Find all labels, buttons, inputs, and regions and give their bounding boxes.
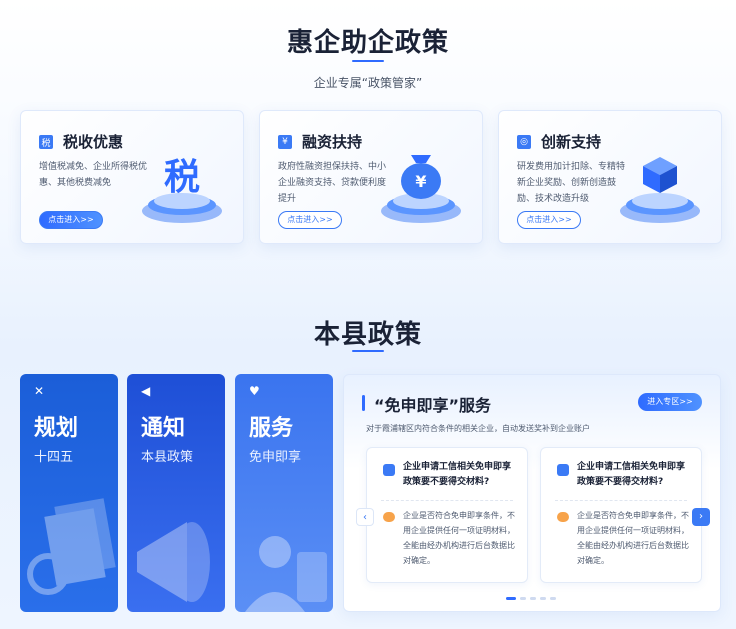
panel-description: 对于霞浦辖区内符合条件的相关企业，自动发送奖补到企业账户 <box>366 424 590 433</box>
innovation-enter-button[interactable]: 点击进入>> <box>517 211 581 229</box>
divider <box>381 500 513 501</box>
card-description: 增值税减免、企业所得税优惠、其他税费减免 <box>39 162 148 188</box>
notice-tile[interactable]: ◀ 通知 本县政策 <box>127 374 225 612</box>
svg-text:税: 税 <box>164 157 200 198</box>
qa-card[interactable]: 企业申请工信相关免申即享政策要不要得交材料? 企业是否符合免申即享条件，不用企业… <box>540 447 702 583</box>
qa-question: 企业申请工信相关免申即享政策要不要得交材料? <box>403 462 512 487</box>
policy-section-title: 惠企助企政策 <box>286 28 449 58</box>
finance-icon: ¥ <box>278 135 292 149</box>
card-title: 税收优惠 <box>63 133 124 151</box>
heart-icon: ♥ <box>249 384 260 398</box>
question-icon <box>383 464 395 476</box>
carousel-dot[interactable] <box>506 597 516 600</box>
finance-enter-button[interactable]: 点击进入>> <box>278 211 342 229</box>
card-title: 融资扶持 <box>302 133 363 151</box>
tile-title: 规划 <box>34 415 79 441</box>
panel-title-bar <box>362 395 365 411</box>
panel-title: “免申即享”服务 <box>374 396 492 415</box>
innovation-icon: ◎ <box>517 135 531 149</box>
carousel-dot[interactable] <box>520 597 526 600</box>
answer-icon <box>557 512 569 522</box>
tax-benefit-card[interactable]: 税 税收优惠 增值税减免、企业所得税优惠、其他税费减免 点击进入>> 税 <box>20 110 244 244</box>
qa-card[interactable]: 企业申请工信相关免申即享政策要不要得交材料? 企业是否符合免申即享条件，不用企业… <box>366 447 528 583</box>
person-icon <box>245 536 327 612</box>
tile-subtitle: 十四五 <box>34 450 74 465</box>
innovation-support-card[interactable]: ◎ 创新支持 研发费用加计扣除、专精特新企业奖励、创新创造鼓励、技术改造升级 点… <box>498 110 722 244</box>
qa-answer: 企业是否符合免申即享条件，不用企业提供任何一项证明材料，全能由经办机构进行后台数… <box>403 511 515 565</box>
documents-icon <box>27 498 116 595</box>
planning-tile[interactable]: ✕ 规划 十四五 <box>20 374 118 612</box>
qa-question: 企业申请工信相关免申即享政策要不要得交材料? <box>577 462 686 487</box>
tax-enter-button[interactable]: 点击进入>> <box>39 211 103 229</box>
tax-icon: 税 <box>39 135 53 149</box>
policy-section-subtitle: 企业专属“政策管家” <box>313 76 423 90</box>
service-tile[interactable]: ♥ 服务 免申即享 <box>235 374 333 612</box>
answer-icon <box>383 512 395 522</box>
tools-icon: ✕ <box>34 384 45 398</box>
carousel-prev-button[interactable]: ‹ <box>356 508 374 526</box>
title-underline <box>352 350 384 352</box>
county-policy-title: 本县政策 <box>313 320 422 350</box>
card-title: 创新支持 <box>541 133 602 151</box>
carousel-dot[interactable] <box>540 597 546 600</box>
tax-illustration-icon: 税 <box>142 157 222 223</box>
tile-subtitle: 免申即享 <box>249 450 302 465</box>
qa-answer: 企业是否符合免申即享条件，不用企业提供任何一项证明材料，全能由经办机构进行后台数… <box>577 511 689 565</box>
card-description: 研发费用加计扣除、专精特新企业奖励、创新创造鼓励、技术改造升级 <box>517 162 626 204</box>
question-icon <box>557 464 569 476</box>
carousel-dot[interactable] <box>530 597 536 600</box>
tile-title: 通知 <box>141 415 186 441</box>
carousel-next-button[interactable]: › <box>692 508 710 526</box>
cube-icon <box>620 157 700 223</box>
divider <box>555 500 687 501</box>
speaker-icon: ◀ <box>141 384 151 398</box>
enter-zone-button[interactable]: 进入专区>> <box>638 393 702 411</box>
carousel-dot[interactable] <box>550 597 556 600</box>
card-description: 政府性融资担保扶持、中小企业融资支持、贷款便利度提升 <box>278 162 387 204</box>
tile-subtitle: 本县政策 <box>141 450 194 465</box>
svg-text:¥: ¥ <box>415 172 426 191</box>
financing-support-card[interactable]: ¥ 融资扶持 政府性融资担保扶持、中小企业融资支持、贷款便利度提升 点击进入>>… <box>259 110 483 244</box>
free-apply-service-panel: “免申即享”服务 进入专区>> 对于霞浦辖区内符合条件的相关企业，自动发送奖补到… <box>343 374 721 612</box>
tile-title: 服务 <box>249 415 294 441</box>
megaphone-icon <box>137 522 210 602</box>
money-bag-icon: ¥ <box>381 155 461 223</box>
carousel-dots <box>506 597 556 600</box>
title-underline <box>352 60 384 62</box>
